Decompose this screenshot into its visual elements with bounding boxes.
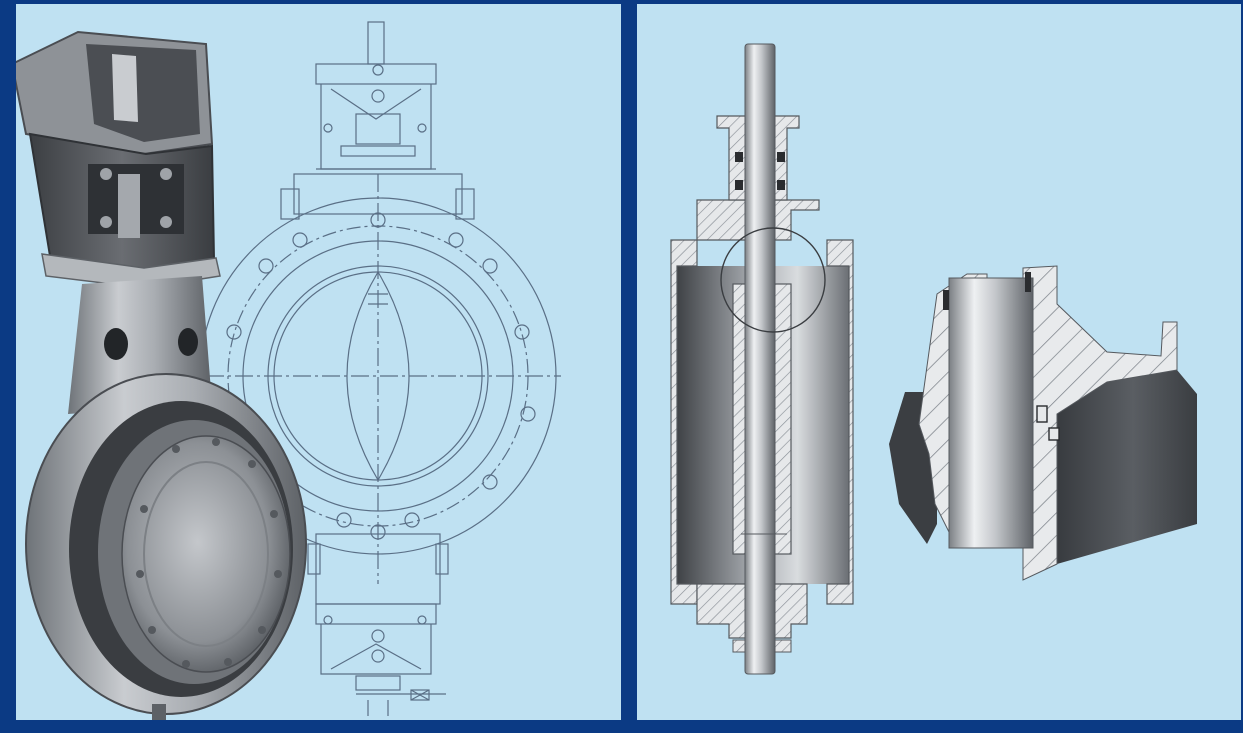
right-panel [637, 4, 1241, 720]
valve-photo [16, 30, 307, 720]
valve-cross-section [670, 43, 854, 675]
right-panel-art [670, 43, 1197, 675]
front-view-drawing [199, 21, 561, 716]
seal-detail-view [889, 265, 1197, 581]
left-panel [16, 4, 621, 720]
left-panel-art [16, 21, 561, 720]
